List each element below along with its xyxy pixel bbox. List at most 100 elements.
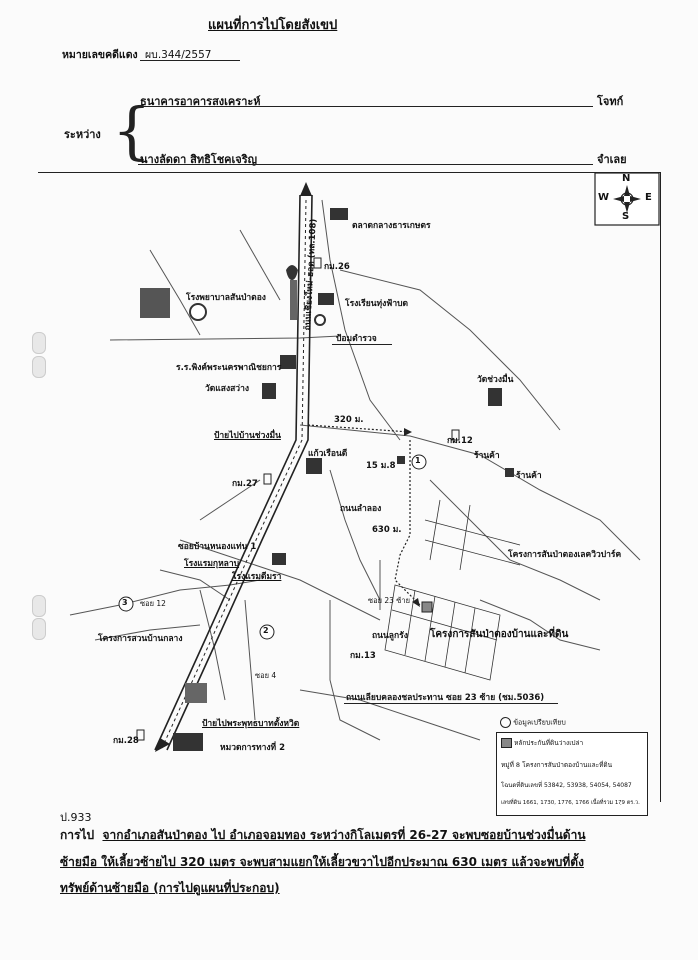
label-step-1: 1 (415, 456, 421, 465)
label-store1: ร้านค้า (474, 451, 500, 461)
pingkasem-school-icon (280, 355, 296, 369)
road-segment (159, 569, 231, 601)
road-segment (179, 539, 381, 621)
label-moo8: 15 ม.8 (366, 461, 396, 471)
label-dist-320: 320 ม. (334, 415, 364, 425)
hospital-icon (140, 288, 170, 318)
map-right-border (660, 172, 661, 802)
punch-hole (32, 332, 46, 354)
brace: { (112, 94, 152, 167)
building-icon (185, 683, 207, 703)
punch-hole (32, 595, 46, 617)
label-hotel2: โรงแรมดีมรา (232, 572, 282, 582)
case-number-label: หมายเลขคดีแดง (62, 49, 138, 61)
route-arrow-icon (404, 428, 412, 436)
road-segment (321, 199, 401, 441)
compass-n: N (622, 173, 631, 184)
canal-road-underline (344, 703, 558, 704)
punch-hole (32, 618, 46, 640)
label-wat-saengsawang: วัดแสงสว่าง (205, 384, 249, 394)
label-step-2: 2 (263, 626, 269, 635)
hospital-sign-icon (189, 303, 207, 321)
label-soi-4: ซอย 4 (255, 671, 277, 680)
road-segment (429, 479, 601, 601)
road-segment (94, 624, 201, 641)
label-canal-road: ถนนเลียบคลองชลประทาน ซอย 23 ซ้าย (ชม.503… (346, 693, 545, 703)
store-icon (505, 468, 514, 477)
road-segment (109, 335, 341, 341)
property-marker-icon (421, 601, 433, 613)
legend-property-label: หลักประกันที่ดินว่างเปล่า (514, 739, 584, 747)
road-segment (239, 229, 281, 301)
road-segment (329, 600, 381, 741)
label-guesthouse: โรงแรมกุหลาบ (184, 559, 240, 569)
temple-saengsawang-icon (262, 383, 276, 399)
police-box-icon (314, 314, 326, 326)
label-sign-buddha: ป้ายไปพระพุทธบาทตั้งหวิด (202, 719, 300, 729)
label-market: ตลาดกลางธารเกษตร (352, 221, 431, 231)
district-office-icon (173, 733, 203, 751)
label-wat-chuangmuen: วัดช่วงมื่น (477, 375, 514, 385)
defendant-name: นางลัดดา สิทธิโชคเจริญ (140, 153, 257, 166)
route-path (307, 424, 421, 606)
legend-land-nos: เลขที่ดิน 1661, 1730, 1776, 1766 เนื้อที… (501, 800, 640, 806)
legend-deeds: โฉนดที่ดินเลขที่ 53842, 53938, 54054, 54… (501, 782, 632, 789)
label-school: โรงเรียนทุ่งฟ้าบด (345, 299, 409, 309)
road-segment (479, 599, 601, 651)
label-dirt-road: ถนนลำลอง (340, 504, 382, 514)
road-segment (149, 249, 201, 336)
guesthouse-icon (272, 553, 286, 565)
compass-e: E (645, 192, 652, 203)
legend-project-line: หมู่ที่ 8 โครงการสันป่าตองบ้านและที่ดิน (501, 761, 613, 769)
page-title: แผนที่การไปโดยสังเขป (208, 18, 338, 33)
road-segment (329, 469, 381, 601)
legend-property-row: หลักประกันที่ดินว่างเปล่า (501, 738, 583, 748)
local-roads (69, 199, 641, 741)
compass-icon (594, 172, 660, 226)
road-segment (199, 479, 261, 521)
label-pingkasem: ร.ร.พิงค์พระนครพาณิชยการ (176, 363, 282, 373)
plaintiff-underline (138, 106, 593, 107)
label-store2: ร้านค้า (516, 471, 542, 481)
highway-centerline (161, 199, 307, 749)
label-km13: กม.13 (350, 651, 376, 661)
map-top-border (38, 172, 660, 173)
label-property-project: โครงการสันป่าตองบ้านและที่ดิน (430, 629, 569, 640)
compass-s: S (622, 211, 630, 222)
case-underline (140, 60, 240, 61)
legend-hatch-icon (501, 738, 512, 748)
label-dist-630: 630 ม. (372, 525, 402, 535)
police-underline (332, 344, 392, 345)
legend-box: หลักประกันที่ดินว่างเปล่า หมู่ที่ 8 โครง… (496, 732, 648, 816)
label-km12: กม.12 (447, 436, 473, 446)
label-kaewruean: แก้วเรือนดี (308, 449, 348, 459)
km-posts (136, 257, 460, 741)
label-km27: กม.27 (232, 479, 258, 489)
label-km28: กม.28 (113, 736, 139, 746)
footer-code: ป.933 (60, 811, 92, 824)
temple-chuangmuen-icon (488, 388, 502, 406)
kaewruean-icon (306, 458, 322, 474)
arrow-north-icon (300, 182, 312, 196)
plaintiff-role: โจทก์ (597, 95, 624, 108)
label-village-project: โครงการสันป่าตองเลควิวปาร์ค (508, 550, 622, 560)
label-soi-23: ซอย 23 ซ้าย (368, 596, 410, 605)
route-step-2-icon (259, 624, 275, 640)
label-hospital: โรงพยาบาลสันป่าตอง (186, 293, 266, 303)
legend-circle-icon (500, 717, 511, 728)
route-step-1-icon (411, 454, 427, 470)
label-soi-12: ซอย 12 (140, 599, 166, 608)
tower-icon (290, 280, 297, 320)
footer-line-1-label: การไป (60, 828, 95, 842)
route-step-3-icon (118, 596, 134, 612)
market-icon (330, 208, 348, 220)
school-icon (318, 293, 334, 305)
road-segment (299, 689, 481, 741)
label-suan-baanklang: โครงการสวนบ้านกลาง (98, 634, 183, 644)
landmark-icons (140, 208, 514, 751)
house-icon (397, 456, 405, 464)
legend-note: ข้อมูลเปรียบเทียบ (513, 718, 566, 727)
case-number: ผบ.344/2557 (145, 49, 212, 61)
